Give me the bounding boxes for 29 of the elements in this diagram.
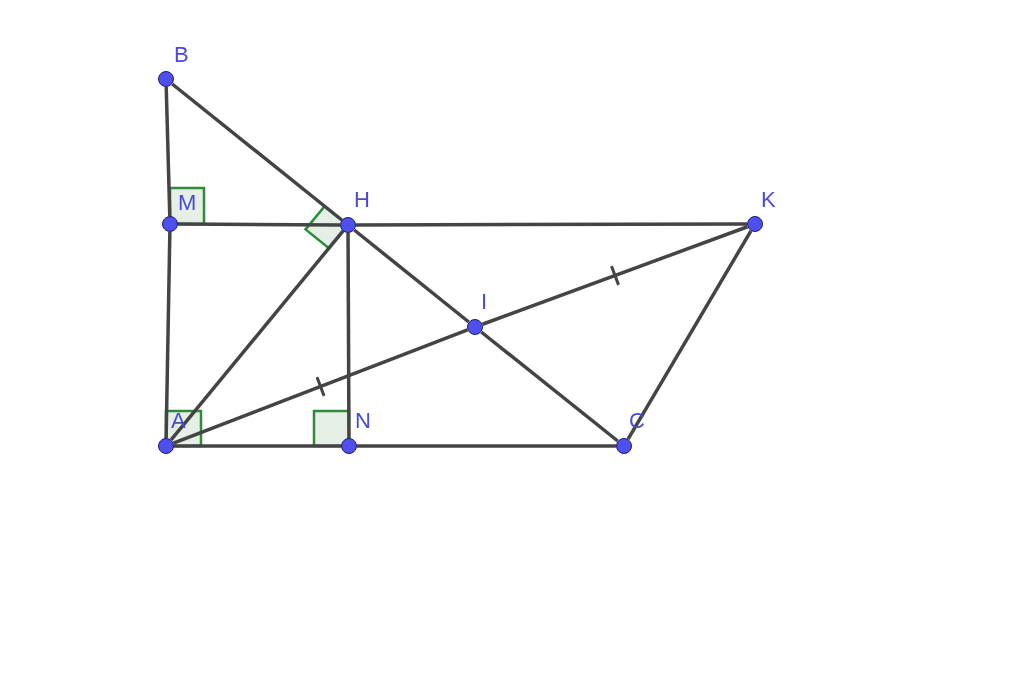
point-label: K <box>761 189 776 211</box>
point-marker <box>158 71 174 87</box>
point-label: H <box>354 189 370 211</box>
line-segment <box>164 231 172 439</box>
point-marker <box>162 216 178 232</box>
point-label: A <box>171 410 186 432</box>
line-segment <box>174 444 341 448</box>
point-label: M <box>178 192 197 214</box>
point-marker <box>158 438 174 454</box>
line-segment <box>353 228 470 324</box>
line-segment <box>164 86 172 217</box>
line-segment <box>346 233 351 438</box>
point-label: B <box>174 44 189 66</box>
point-marker <box>616 438 632 454</box>
line-segment <box>356 222 747 227</box>
line-segment <box>626 230 753 440</box>
point-marker <box>340 217 356 233</box>
line-segment <box>171 82 343 222</box>
line-segment <box>480 330 619 443</box>
point-marker <box>341 438 357 454</box>
line-segment <box>178 222 340 227</box>
point-label: I <box>481 291 488 313</box>
line-segment <box>357 444 616 448</box>
line-segment <box>172 328 469 445</box>
point-marker <box>747 216 763 232</box>
point-label: N <box>355 410 371 432</box>
point-marker <box>467 319 483 335</box>
line-segment <box>169 230 345 441</box>
line-segment <box>481 225 749 326</box>
